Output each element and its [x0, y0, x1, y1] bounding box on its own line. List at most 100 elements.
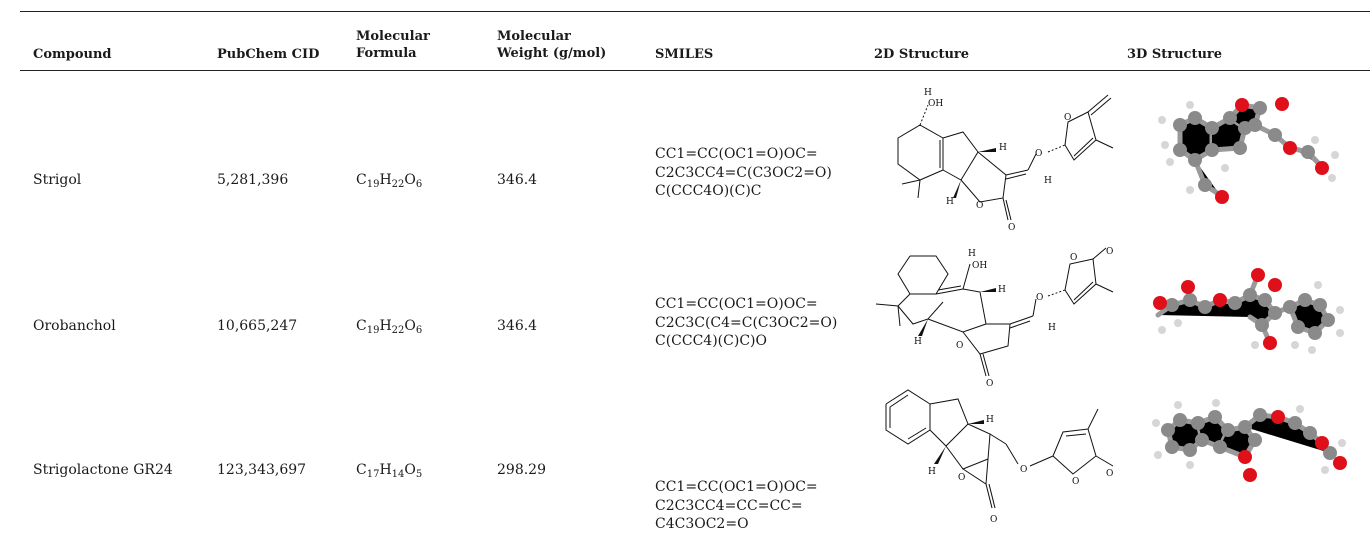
ring-d-bond — [1064, 258, 1097, 305]
enol-bond — [1032, 298, 1037, 317]
table-top-rule — [20, 11, 1370, 12]
carbonyl-bond — [979, 353, 987, 377]
ring-b-bond — [897, 301, 944, 325]
smiles-line: CC1=CC(OC1=O)OC= — [655, 146, 818, 162]
header-formula-line1: Molecular — [356, 29, 430, 44]
wedge-bond — [968, 420, 984, 424]
header-molecular-weight: Molecular Weight (g/mol) — [497, 28, 606, 62]
smiles-line: C2C3CC4=CC=CC= — [655, 497, 803, 514]
wedge-bond — [978, 148, 996, 152]
methyl-bond — [917, 179, 921, 199]
ring-d-bond — [1052, 428, 1097, 475]
methylene-bond — [1087, 94, 1109, 113]
smiles-line: C(CCC4O)(C)C — [655, 183, 762, 199]
oh-bond — [962, 263, 971, 290]
ether-bond — [1029, 455, 1054, 467]
ring-c-bond — [962, 458, 989, 485]
o-label: O — [956, 341, 963, 351]
o-label: O — [1106, 247, 1113, 257]
header-molecular-formula: Molecular Formula — [356, 28, 430, 62]
smiles-line: C4C3OC2=O — [655, 516, 749, 532]
ring-c-bond — [945, 423, 991, 470]
methyl-bond — [1095, 139, 1114, 149]
row1-smiles: CC1=CC(OC1=O)OC= C2C3CC4=C(C3OC2=O) C(CC… — [655, 145, 832, 201]
smiles-line: CC1=CC(OC1=O)OC= — [655, 296, 818, 312]
enol-bond — [1005, 169, 1029, 176]
carbonyl-bond — [985, 483, 993, 509]
ether-bond — [1047, 289, 1066, 297]
ring-c-bond — [927, 288, 987, 333]
h-label: H — [1048, 323, 1056, 333]
wedge-bond — [934, 446, 946, 464]
oh-label: OH — [928, 99, 943, 109]
row3-smiles: CC1=CC(OC1=O)OC= C2C3CC4=CC=CC= C4C3OC2=… — [655, 478, 818, 534]
methyl-bond — [901, 179, 921, 185]
ring-b-bond — [929, 398, 969, 447]
smiles-line: C2C3CC4=C(C3OC2=O) — [655, 164, 832, 181]
row2-cid: 10,665,247 — [217, 318, 298, 334]
methylene-bond — [1090, 97, 1112, 116]
header-pubchem-cid: PubChem CID — [217, 47, 320, 62]
methyl-bond — [875, 303, 899, 307]
methyl-bond — [1087, 408, 1099, 430]
wedge-bond — [918, 319, 928, 336]
double-bond — [1073, 137, 1094, 157]
row2-formula: C19H22O6 — [356, 318, 423, 336]
double-bond — [1065, 433, 1087, 437]
strigol-3d-structure — [1158, 97, 1339, 204]
ring-b-bond — [897, 293, 911, 307]
enol-bond — [1009, 315, 1034, 325]
oh-bond — [919, 104, 929, 126]
enol-bond — [1009, 320, 1031, 329]
double-bond — [907, 427, 927, 440]
carbonyl-bond — [1002, 197, 1009, 221]
header-weight-line2: Weight (g/mol) — [497, 46, 607, 61]
row1-cid: 5,281,396 — [217, 172, 289, 188]
h-label: H — [914, 337, 922, 347]
smiles-line: C2C3C(C4=C(C3OC2=O) — [655, 314, 838, 331]
o-label: O — [1064, 113, 1071, 123]
smiles-line: C(CCC4)(C)C)O — [655, 333, 767, 349]
o-label: O — [1070, 253, 1077, 263]
row1-weight: 346.4 — [497, 172, 538, 188]
double-bond — [889, 394, 909, 408]
o-label: O — [990, 515, 997, 525]
carbonyl-bond — [1095, 455, 1114, 467]
enol-bond — [1027, 153, 1037, 171]
methyl-bond — [897, 305, 901, 327]
orobanchol-3d-structure — [1153, 268, 1344, 354]
ring-b-bond — [935, 288, 964, 295]
carbonyl-bond — [1005, 199, 1012, 221]
benzene-ring-bond — [885, 389, 931, 445]
ring-b-bond — [942, 131, 979, 181]
header-smiles: SMILES — [655, 47, 714, 62]
oh-label: OH — [972, 261, 987, 271]
h-label: H — [968, 249, 976, 259]
methyl-bond — [1095, 283, 1114, 293]
carbonyl-bond — [982, 353, 990, 377]
row2-compound: Orobanchol — [33, 318, 116, 334]
row3-compound: Strigolactone GR24 — [33, 462, 173, 478]
header-3d-structure: 3D Structure — [1127, 47, 1223, 62]
row3-weight: 298.29 — [497, 462, 546, 478]
double-bond — [937, 285, 962, 291]
row2-smiles: CC1=CC(OC1=O)OC= C2C3C(C4=C(C3OC2=O) C(C… — [655, 295, 837, 351]
ring-a-bond — [897, 124, 944, 181]
h-label: H — [924, 88, 932, 98]
h-label: H — [999, 143, 1007, 153]
o-label: O — [1035, 149, 1042, 159]
h-label: H — [946, 197, 954, 207]
row3-formula: C17H14O5 — [356, 462, 423, 480]
h-label: H — [1044, 176, 1052, 186]
enol-bond — [1005, 173, 1027, 180]
row1-formula: C19H22O6 — [356, 172, 423, 190]
ring-c-bond — [960, 151, 1007, 203]
o-label: O — [986, 379, 993, 388]
wedge-bond — [980, 288, 996, 292]
header-compound: Compound — [33, 47, 112, 62]
header-weight-line1: Molecular — [497, 29, 571, 44]
smiles-line: CC1=CC(OC1=O)OC= — [655, 479, 818, 495]
h-label: H — [998, 285, 1006, 295]
row3-cid: 123,343,697 — [217, 462, 307, 478]
strigol-2d-structure: H OH H H O O O O H — [897, 88, 1114, 232]
